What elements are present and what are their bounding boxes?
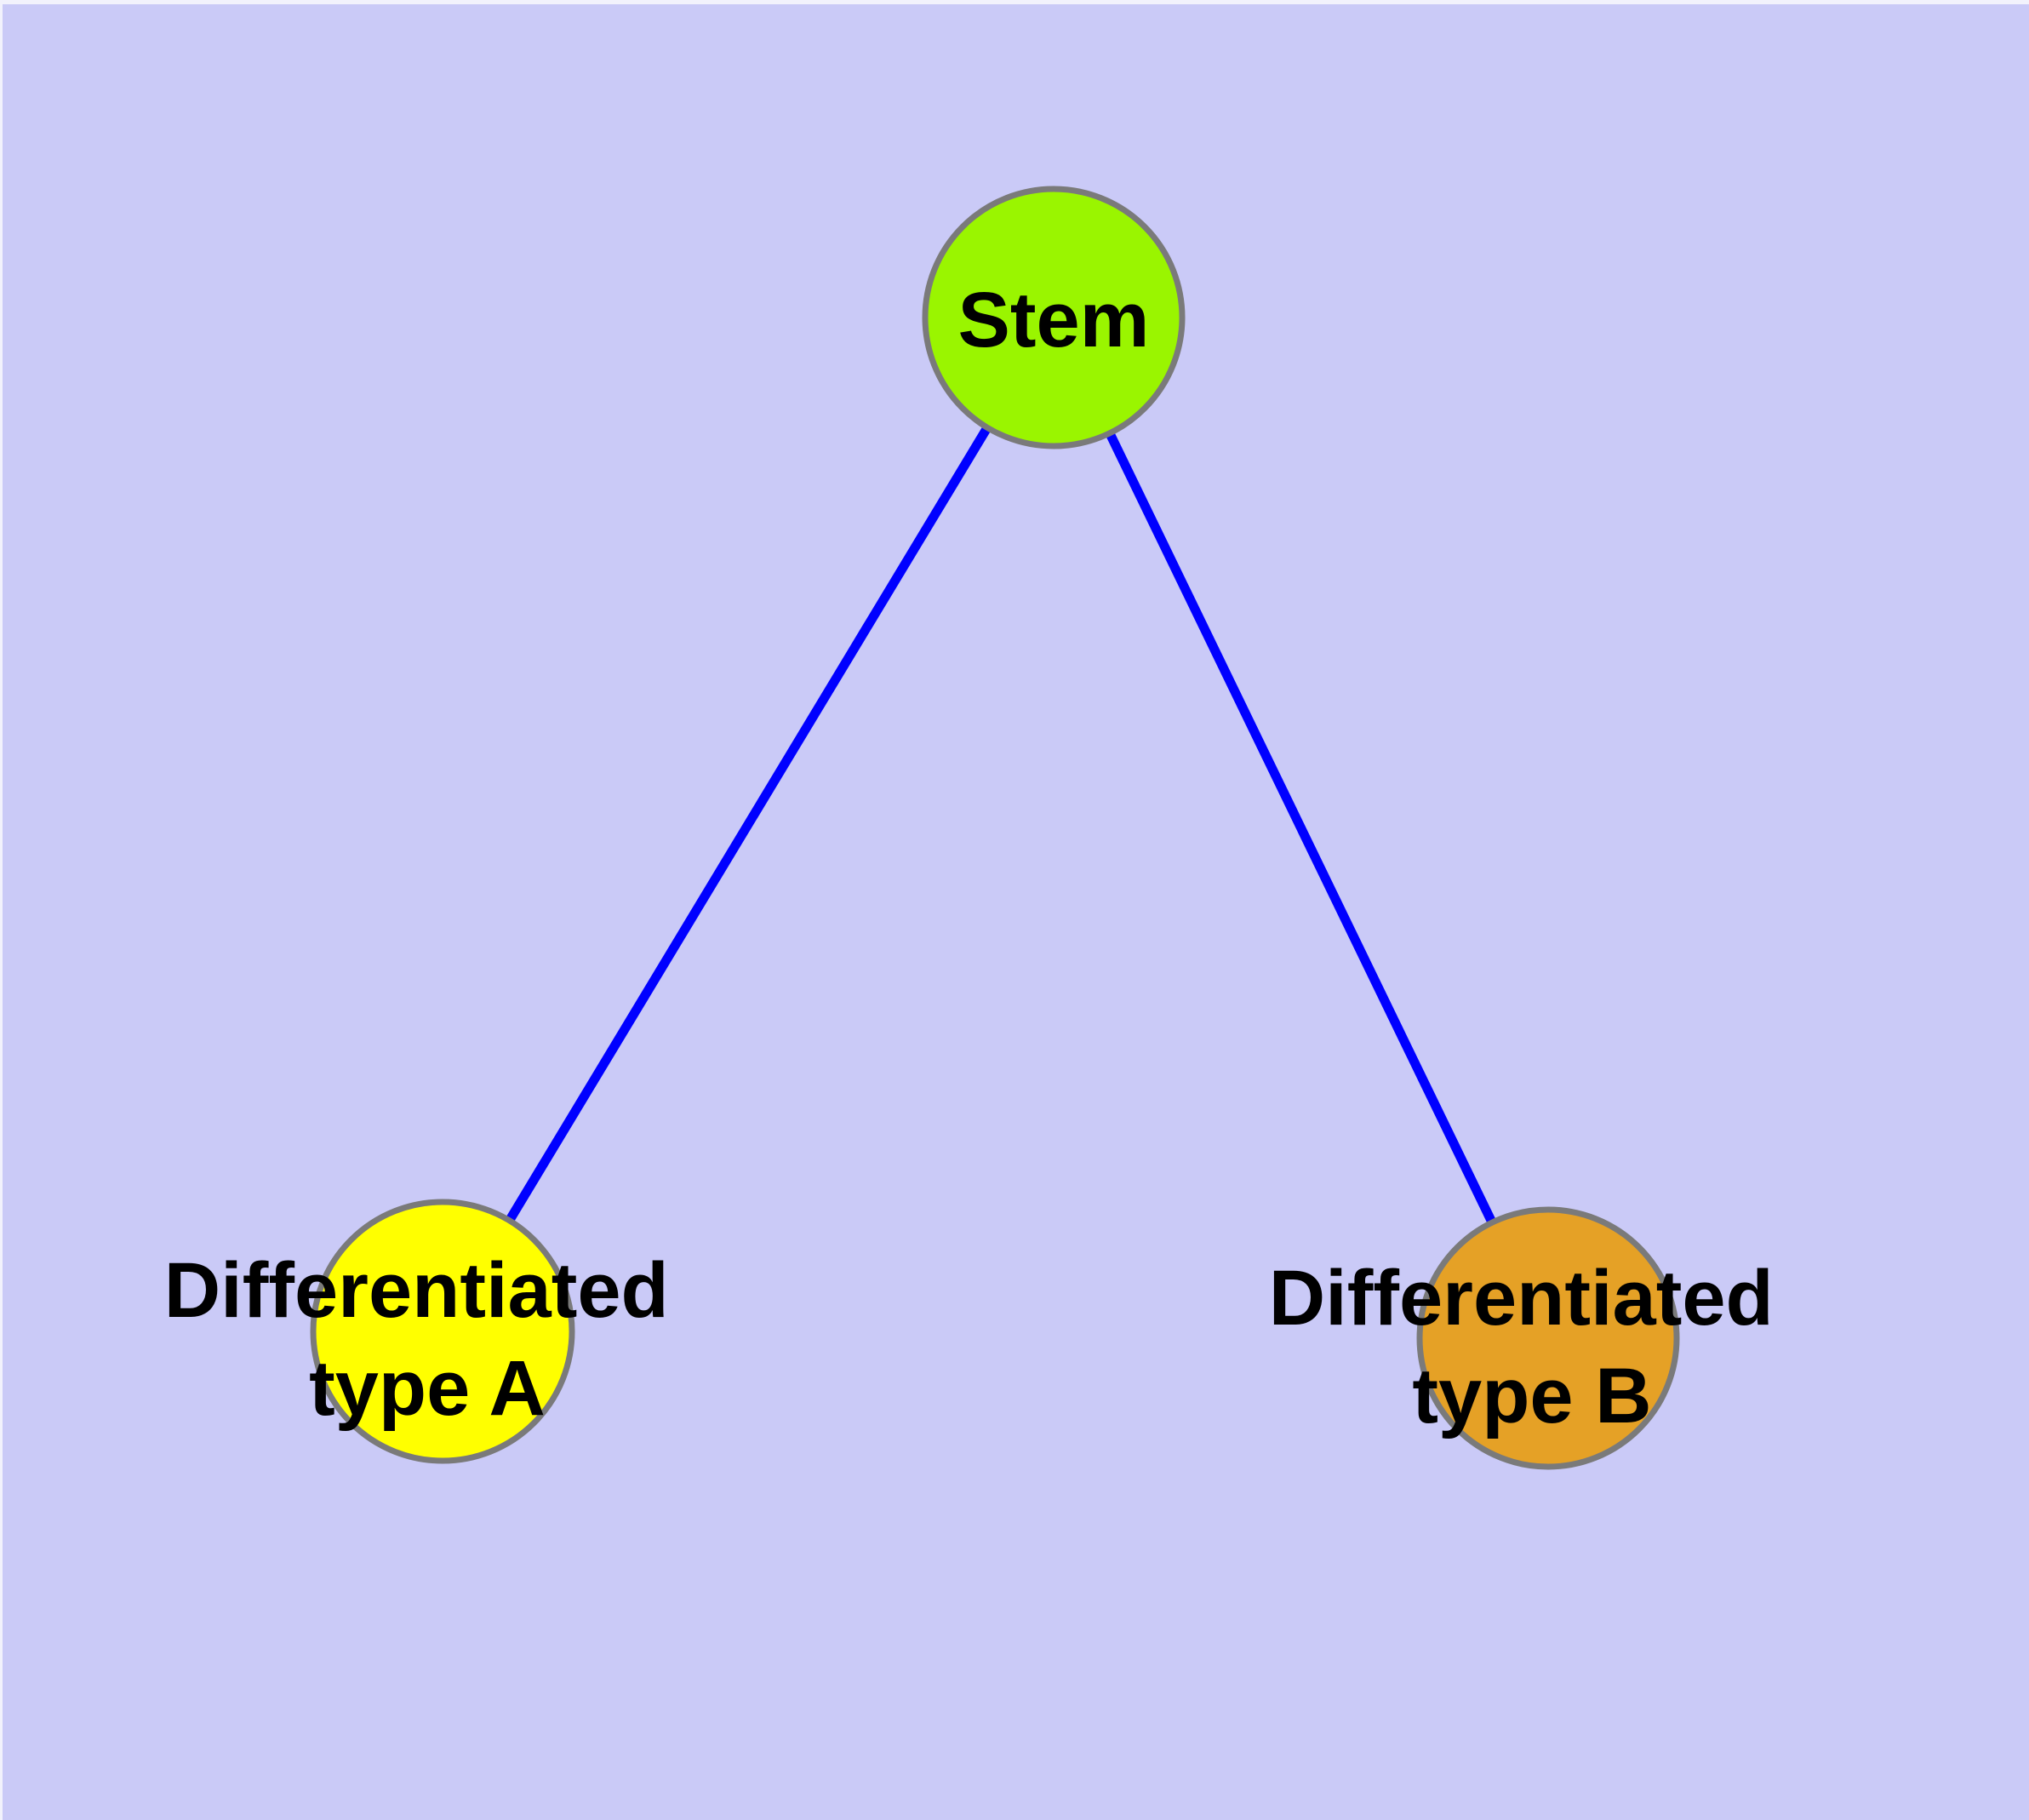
node-differentiated-type-a: Differentiated type A (164, 1199, 691, 1464)
node-label-line: Differentiated (164, 1247, 669, 1334)
node-label-line: type A (309, 1345, 546, 1432)
node-differentiated-type-a-circle (310, 1199, 575, 1464)
node-label-line: type B (1412, 1353, 1651, 1439)
edge-stem-to-type-a (438, 315, 1058, 1334)
node-differentiated-type-b-circle (1416, 1206, 1680, 1470)
node-stem-circle (922, 186, 1186, 449)
node-differentiated-type-a-label: Differentiated type A (164, 1247, 691, 1432)
node-stem-label: Stem (958, 277, 1150, 363)
edge-stem-to-type-b (1049, 315, 1552, 1341)
node-stem: Stem (922, 186, 1186, 449)
node-differentiated-type-b: Differentiated type B (1269, 1206, 1796, 1470)
node-label-line: Differentiated (1269, 1255, 1774, 1342)
node-differentiated-type-b-label: Differentiated type B (1269, 1255, 1796, 1439)
